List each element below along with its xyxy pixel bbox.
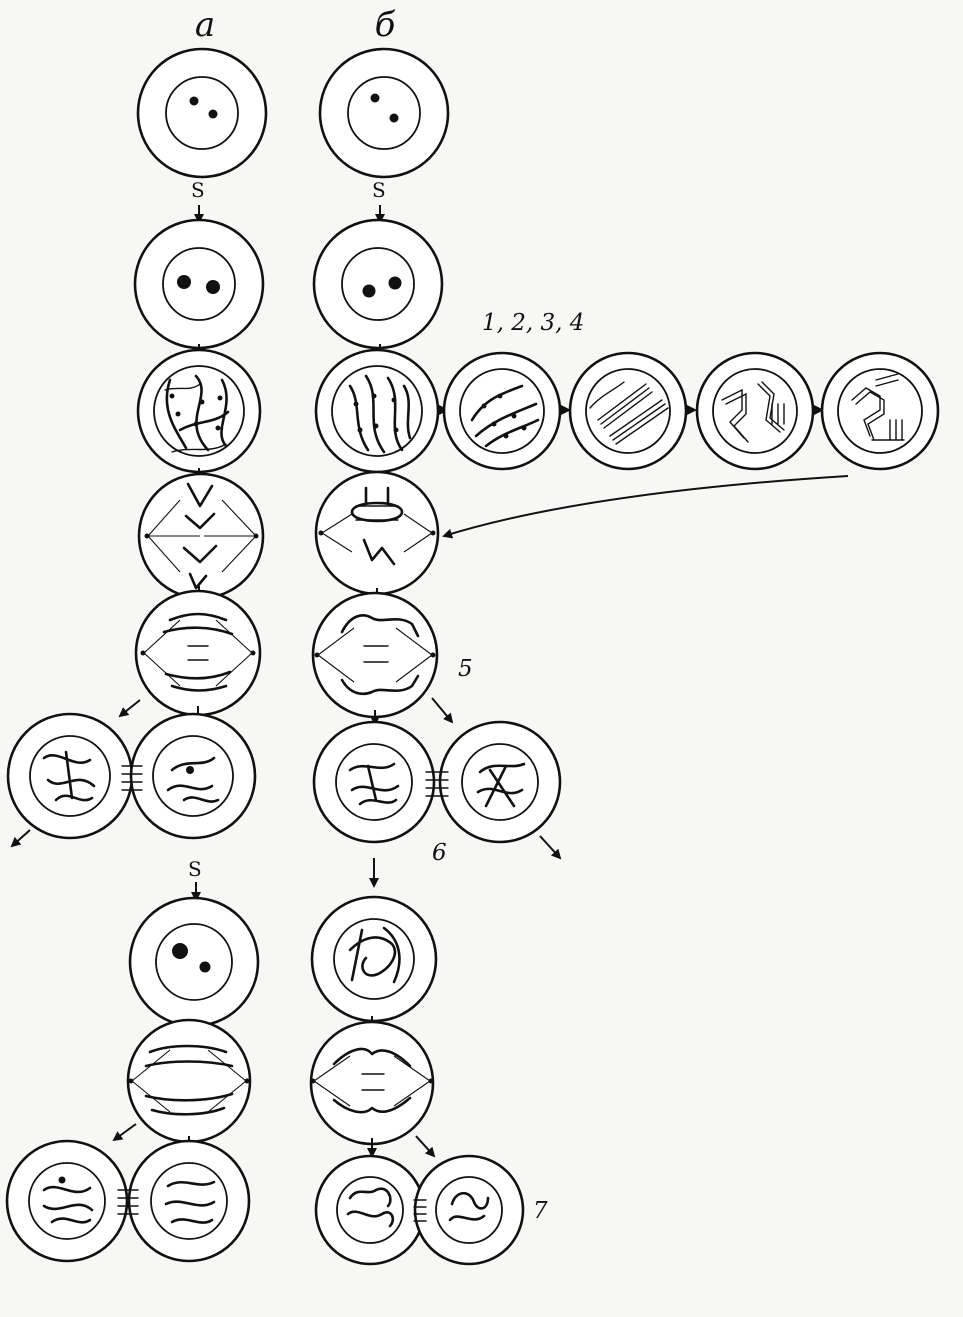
cell-a-g1	[136, 47, 268, 179]
cell-a-anaphase	[134, 589, 262, 717]
column-b-label: б	[375, 5, 396, 45]
cell-b-anaphase-1	[311, 591, 439, 719]
cell-b-daughter-right-second	[413, 1154, 525, 1266]
arrow-b6-right	[539, 835, 562, 860]
column-a-label: а	[195, 5, 215, 45]
stage-5-label: 5	[458, 656, 473, 682]
cell-b-pachytene	[568, 351, 688, 471]
cell-b-g2	[312, 218, 444, 350]
arrow-b5-right	[431, 697, 454, 724]
arrow-return-to-metaphase	[442, 475, 849, 539]
cell-a-prophase	[136, 348, 262, 474]
cell-a-junction-second	[117, 1189, 139, 1215]
cell-a-daughter-right-second	[127, 1139, 251, 1263]
s-marker-a1: S	[191, 178, 205, 202]
cell-a-g2	[133, 218, 265, 350]
s-marker-a2: S	[188, 857, 202, 881]
arrow-a6-left	[10, 829, 31, 848]
cell-a-daughter-left	[6, 712, 134, 840]
cell-b-junction	[425, 771, 449, 797]
cell-a-daughter-left-second	[5, 1139, 129, 1263]
cell-a-metaphase	[137, 472, 265, 600]
cell-b-diakinesis	[820, 351, 940, 471]
cell-a-g2-second	[128, 896, 260, 1028]
cell-b-daughter-left-second	[314, 1154, 426, 1266]
cell-b-prophase-2	[310, 895, 438, 1023]
cell-b-zygotene	[442, 351, 562, 471]
arrow-b8-right	[415, 1135, 436, 1158]
arrow-a5-left	[118, 699, 141, 718]
cell-b-daughter-left	[312, 720, 436, 844]
cell-b-diplotene	[695, 351, 815, 471]
cell-a-anaphase-second	[126, 1018, 252, 1144]
cell-b-prophase	[314, 348, 440, 474]
prophase-substages-label: 1, 2, 3, 4	[482, 310, 584, 336]
cell-a-daughter-right	[129, 712, 257, 840]
cell-b-daughter-right	[438, 720, 562, 844]
s-marker-b1: S	[372, 178, 386, 202]
cell-b-anaphase-2	[309, 1020, 435, 1146]
cell-a-junction	[121, 765, 143, 791]
stage-6-label: 6	[432, 840, 447, 866]
arrow-a8-left	[112, 1123, 137, 1142]
cell-b-metaphase-1	[314, 470, 440, 596]
cell-b-g1	[318, 47, 450, 179]
stage-7-label: 7	[533, 1198, 548, 1224]
cell-b-junction-second	[413, 1199, 427, 1222]
